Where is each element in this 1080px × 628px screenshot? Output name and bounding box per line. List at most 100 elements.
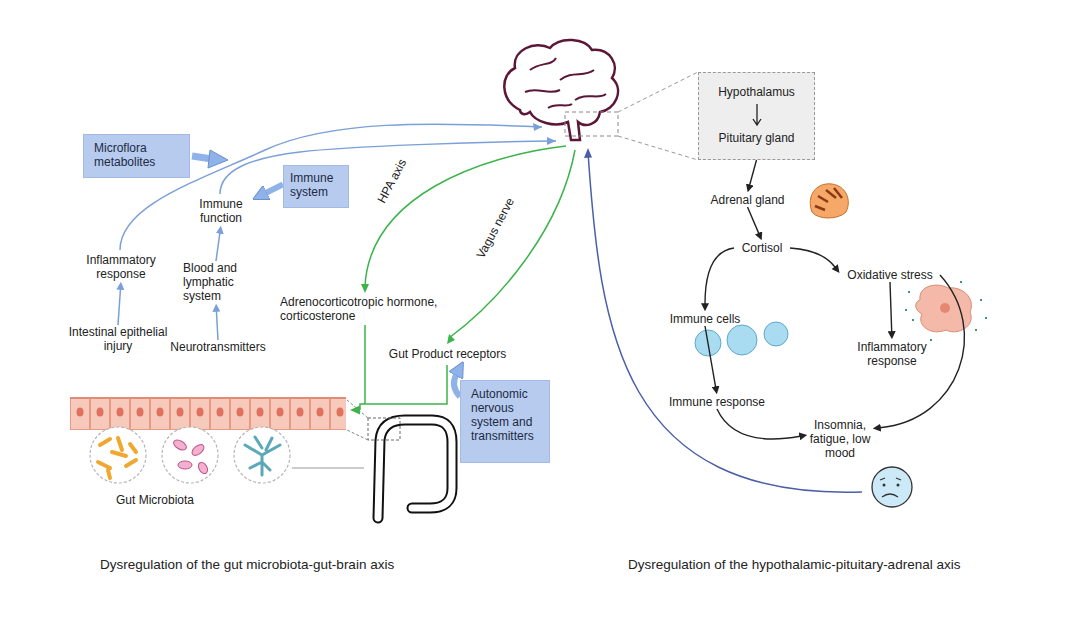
node-text: Immune system	[290, 171, 342, 199]
node-text: Immune cells	[664, 312, 746, 326]
node-text: Microflora metabolites	[94, 141, 159, 169]
microbiota-sample	[178, 461, 192, 469]
microbiota-sample	[245, 437, 280, 475]
group-box: HypothalamusPituitary gland	[698, 72, 815, 160]
arrow-connector	[118, 289, 120, 325]
oxidative-cell-icon	[905, 282, 987, 340]
sad-face-icon	[872, 467, 912, 507]
sad-face-icon	[880, 478, 901, 497]
immune-cell-icon	[764, 322, 788, 346]
microbiota-sample	[172, 438, 188, 452]
oxidative-cell-icon	[905, 282, 987, 340]
text-node: Blood and lymphatic system	[183, 261, 249, 303]
process-box: Microflora metabolites	[83, 134, 190, 178]
node-text: Adrenal gland	[700, 193, 795, 207]
arrow-connector	[748, 207, 759, 234]
epithelium	[70, 397, 346, 399]
colon	[378, 420, 452, 518]
caption: Dysregulation of the hypothalamic-pituit…	[628, 558, 960, 572]
text-node: Gut Microbiota	[100, 493, 210, 507]
text-node: Intestinal epithelial injury	[68, 325, 168, 353]
node-text: Immune response	[660, 395, 774, 409]
green-pathway	[449, 150, 575, 338]
arrow-connector	[216, 311, 218, 340]
arrow-connector	[790, 248, 835, 267]
text-node: Neurotransmitters	[163, 340, 273, 354]
node-text: Blood and lymphatic system	[183, 261, 249, 303]
epithelium	[70, 398, 346, 430]
microbiota-sample	[292, 468, 364, 469]
green-pathway	[447, 334, 455, 344]
text-node: Inflammatory response	[75, 253, 167, 281]
node-text: Intestinal epithelial injury	[68, 325, 168, 353]
fat-arrow	[208, 150, 228, 168]
brain	[504, 40, 618, 140]
adrenal-gland-icon	[815, 188, 842, 210]
sad-face-icon	[883, 484, 886, 487]
blue-pathway	[584, 148, 592, 158]
node-text: Oxidative stress	[840, 268, 940, 282]
node-text: Hypothalamus	[703, 85, 810, 99]
microbiota-sample	[90, 427, 364, 483]
adrenal-gland-icon	[810, 184, 848, 218]
text-node: Gut Product receptors	[380, 347, 515, 361]
node-text: Cortisol	[734, 241, 790, 255]
green-pathway	[365, 146, 566, 286]
brain	[504, 40, 618, 140]
colon	[347, 400, 452, 518]
blue-pathway	[120, 123, 862, 492]
text-node: Immune response	[660, 395, 774, 409]
node-text: Inflammatory response	[75, 253, 167, 281]
arrow-connector	[717, 409, 800, 439]
colon	[347, 400, 368, 440]
oxidative-cell-icon	[940, 303, 950, 313]
green-pathway	[350, 146, 575, 415]
microbiota-sample	[197, 461, 210, 475]
blue-pathway	[533, 123, 542, 131]
block-arrow	[265, 184, 283, 193]
node-text: Inflammatory response	[846, 340, 938, 368]
green-pathway	[361, 284, 369, 293]
axis-label: HPA axis	[374, 157, 409, 206]
arrow-connector	[750, 160, 757, 185]
text-node: Inflammatory response	[846, 340, 938, 368]
text-node: Oxidative stress	[840, 268, 940, 282]
node-text: Autonomic nervous system and transmitter…	[471, 387, 539, 443]
arrow-connector	[705, 326, 716, 387]
text-node: Immune function	[190, 197, 252, 225]
text-node: Adrenal gland	[700, 193, 795, 207]
zoom-bracket	[618, 72, 698, 160]
arrow-connector	[705, 248, 734, 304]
brain	[525, 58, 606, 108]
arrow-connector	[890, 282, 892, 332]
zoom-bracket	[565, 112, 618, 136]
microbiota-sample	[90, 427, 146, 483]
process-box: Immune system	[283, 165, 349, 208]
adrenal-gland-icon	[810, 184, 848, 218]
colon	[368, 418, 400, 440]
microbiota-sample	[190, 442, 206, 457]
immune-cell-icon	[727, 325, 757, 355]
node-text: Pituitary gland	[703, 131, 810, 145]
arrow-connector	[216, 233, 220, 261]
arrow	[753, 104, 761, 125]
sad-face-icon	[872, 467, 912, 507]
node-text: Gut Product receptors	[380, 347, 515, 361]
microbiota-sample	[98, 438, 136, 478]
text-node: Adrenocorticotropic hormone, corticoster…	[280, 295, 458, 323]
microbiota-sample	[162, 427, 218, 483]
text-node: Immune cells	[664, 312, 746, 326]
fat-arrow	[192, 150, 228, 168]
text-node: Cortisol	[734, 241, 790, 255]
node-text: Adrenocorticotropic hormone, corticoster…	[280, 295, 458, 323]
microbiota-sample	[234, 427, 290, 483]
caption: Dysregulation of the gut microbiota-gut-…	[100, 558, 394, 572]
blue-pathway	[547, 137, 556, 145]
process-box: Autonomic nervous system and transmitter…	[460, 380, 550, 463]
green-pathway	[360, 325, 447, 410]
node-text: Insomnia, fatigue, low mood	[808, 418, 872, 460]
node-text: Immune function	[190, 197, 252, 225]
epithelium	[70, 398, 346, 430]
colon	[378, 420, 452, 518]
